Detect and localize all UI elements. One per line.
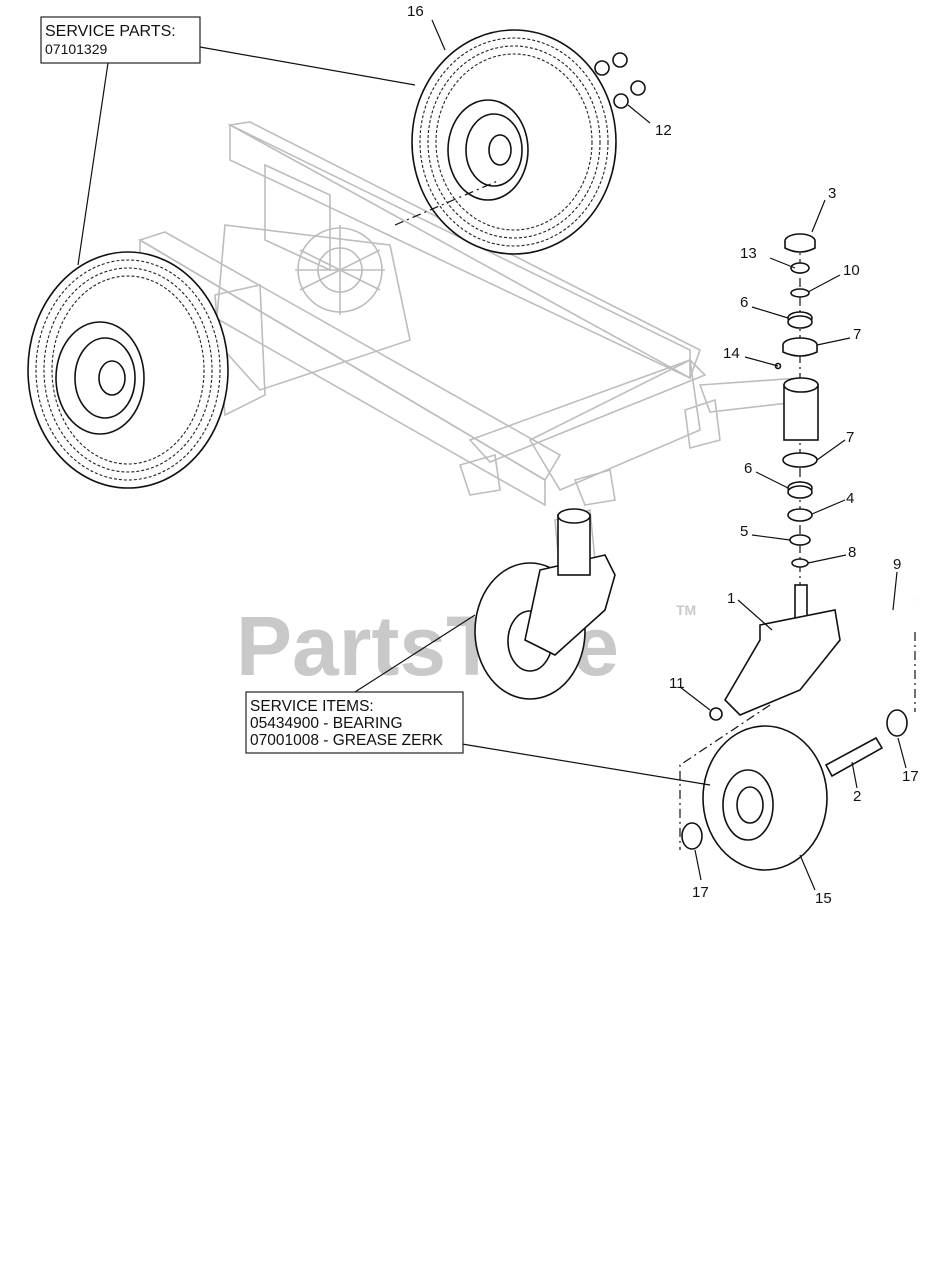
callout-5: 5 (740, 523, 748, 540)
rear-wheel-left (27, 251, 229, 489)
callout-17-right: 17 (902, 768, 919, 785)
callout-3: 3 (828, 185, 836, 202)
exploded-caster-parts (394, 179, 916, 871)
service-parts-heading: SERVICE PARTS: (45, 23, 176, 40)
callout-11: 11 (669, 675, 685, 692)
installed-caster (474, 508, 616, 700)
callout-4: 4 (846, 490, 854, 507)
callout-8: 8 (848, 544, 856, 561)
callout-2: 2 (853, 788, 861, 805)
callout-7-upper: 7 (853, 326, 861, 343)
callout-6-upper: 6 (740, 294, 748, 311)
service-item-grease-zerk: 07001008 - GREASE ZERK (250, 732, 444, 749)
callout-7-lower: 7 (846, 429, 854, 446)
watermark: PartsTree TM (236, 599, 696, 693)
service-parts-number: 07101329 (45, 41, 108, 57)
service-parts-box: SERVICE PARTS: 07101329 (40, 16, 201, 64)
callout-labels: 16 12 3 13 10 6 7 14 7 6 4 5 8 9 1 11 17… (407, 3, 919, 907)
callout-17-left: 17 (692, 884, 709, 901)
callout-13: 13 (740, 245, 757, 262)
callout-16: 16 (407, 3, 424, 20)
service-item-bearing: 05434900 - BEARING (250, 715, 403, 732)
rear-wheel-right (411, 29, 617, 255)
callout-1: 1 (727, 590, 735, 607)
leader-lines (77, 19, 907, 891)
lug-nuts (594, 52, 646, 109)
watermark-trademark: TM (676, 602, 696, 618)
callout-15: 15 (815, 890, 832, 907)
callout-14: 14 (723, 345, 740, 362)
callout-10: 10 (843, 262, 860, 279)
service-items-box: SERVICE ITEMS: 05434900 - BEARING 070010… (245, 691, 464, 754)
service-items-heading: SERVICE ITEMS: (250, 698, 374, 715)
callout-9: 9 (893, 556, 901, 573)
callout-6-lower: 6 (744, 460, 752, 477)
callout-12: 12 (655, 122, 672, 139)
